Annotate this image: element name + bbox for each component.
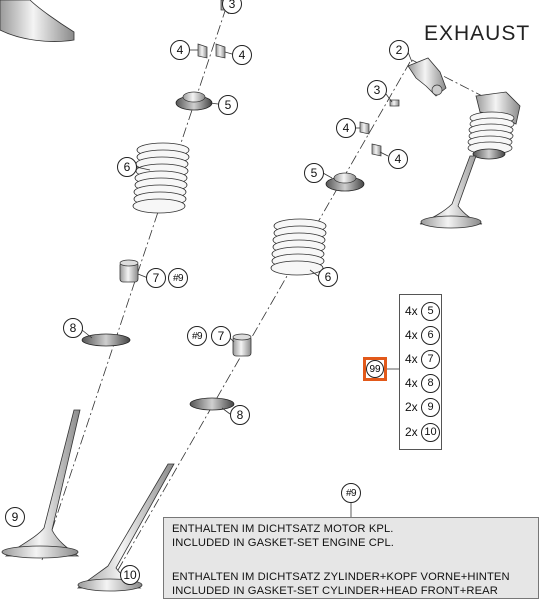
qty-row: 4x 5 bbox=[405, 301, 440, 321]
callout-9-ref-right[interactable]: #9 bbox=[187, 326, 207, 346]
qty-value: 4x bbox=[405, 304, 418, 318]
note-line-de-cylinder: ENTHALTEN IM DICHTSATZ ZYLINDER+KOPF VOR… bbox=[172, 571, 510, 583]
callout-99-label: 99 bbox=[366, 360, 384, 378]
callout-7-left[interactable]: 7 bbox=[146, 268, 166, 288]
quantity-table: 4x 5 4x 6 4x 7 4x 8 2x 9 2x 10 bbox=[399, 294, 442, 450]
exhaust-title: EXHAUST bbox=[424, 22, 531, 45]
note-line-de-engine: ENTHALTEN IM DICHTSATZ MOTOR KPL. bbox=[172, 523, 394, 535]
qty-value: 4x bbox=[405, 328, 418, 342]
qty-part-callout[interactable]: 7 bbox=[421, 349, 440, 369]
callout-8-left[interactable]: 8 bbox=[63, 318, 83, 338]
note-line-en-engine: INCLUDED IN GASKET-SET ENGINE CPL. bbox=[172, 537, 395, 549]
qty-row: 2x 9 bbox=[405, 397, 440, 417]
qty-part-callout[interactable]: 8 bbox=[421, 373, 440, 393]
callout-4-left-b[interactable]: 4 bbox=[232, 45, 252, 65]
qty-value: 2x bbox=[405, 400, 418, 414]
qty-value: 4x bbox=[405, 376, 418, 390]
qty-value: 2x bbox=[405, 425, 418, 439]
callout-2[interactable]: 2 bbox=[389, 40, 409, 60]
qty-row: 4x 6 bbox=[405, 325, 440, 345]
note-line-en-cylinder: INCLUDED IN GASKET-SET CYLINDER+HEAD FRO… bbox=[172, 585, 498, 597]
assembled-exhaust-valve bbox=[419, 91, 521, 229]
callout-4-right-b[interactable]: 4 bbox=[388, 149, 408, 169]
callout-9-ref-note[interactable]: #9 bbox=[341, 483, 361, 503]
callout-9-valve[interactable]: 9 bbox=[5, 507, 25, 527]
highlighted-callout-99[interactable]: 99 bbox=[363, 357, 387, 381]
callout-3-right[interactable]: 3 bbox=[367, 80, 387, 100]
callout-4-right-a[interactable]: 4 bbox=[336, 118, 356, 138]
callout-9-ref-left[interactable]: #9 bbox=[168, 268, 188, 288]
callout-7-right[interactable]: 7 bbox=[211, 326, 231, 346]
qty-row: 2x 10 bbox=[405, 422, 440, 442]
callout-6-left[interactable]: 6 bbox=[117, 157, 137, 177]
qty-part-callout[interactable]: 10 bbox=[421, 422, 440, 442]
qty-part-callout[interactable]: 6 bbox=[421, 325, 440, 345]
gasket-set-note: ENTHALTEN IM DICHTSATZ MOTOR KPL. INCLUD… bbox=[163, 517, 539, 599]
callout-8-right[interactable]: 8 bbox=[230, 405, 250, 425]
qty-value: 4x bbox=[405, 352, 418, 366]
qty-part-callout[interactable]: 5 bbox=[421, 301, 440, 321]
left-valve-assembly bbox=[0, 0, 234, 561]
callout-6-right[interactable]: 6 bbox=[318, 267, 338, 287]
qty-row: 4x 7 bbox=[405, 349, 440, 369]
callout-5-right[interactable]: 5 bbox=[304, 163, 324, 183]
qty-part-callout[interactable]: 9 bbox=[421, 397, 440, 417]
callout-3-top[interactable]: 3 bbox=[222, 0, 242, 14]
callout-5-left[interactable]: 5 bbox=[218, 95, 238, 115]
callout-10[interactable]: 10 bbox=[120, 565, 140, 585]
callout-4-left-a[interactable]: 4 bbox=[170, 40, 190, 60]
qty-row: 4x 8 bbox=[405, 373, 440, 393]
